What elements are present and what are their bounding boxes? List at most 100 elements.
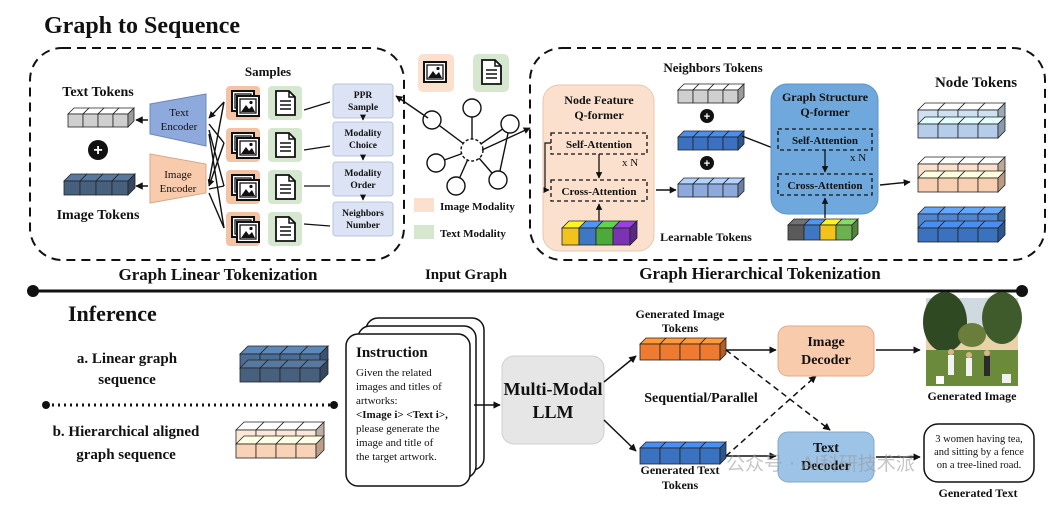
text-tokens-bar bbox=[67, 107, 135, 128]
neighbors-tokens-stack bbox=[677, 83, 745, 198]
nf-self-attention-label: Self-Attention bbox=[566, 139, 632, 151]
node-token-cube bbox=[917, 170, 946, 193]
section-title-graph-to-sequence: Graph to Sequence bbox=[44, 13, 240, 39]
generated-text-tokens bbox=[639, 441, 727, 465]
generated-image-token-cube bbox=[699, 337, 727, 361]
instruction-title: Instruction bbox=[356, 345, 428, 361]
linear-seq-label-1: a. Linear graph bbox=[77, 351, 178, 367]
generated-text-line: and sitting by a fence bbox=[934, 447, 1024, 458]
image-tokens-bar bbox=[63, 173, 136, 196]
sampling-steps: PPRSampleModalityChoiceModalityOrderNeig… bbox=[332, 83, 394, 237]
hier-seq-label-1: b. Hierarchical aligned bbox=[53, 424, 200, 440]
llm-label-1: Multi-Modal bbox=[504, 379, 603, 399]
samples-grid bbox=[226, 86, 302, 246]
step-label: Choice bbox=[349, 141, 377, 151]
gen-text-tokens-label-1: Generated Text bbox=[641, 463, 720, 477]
nf-repeat-label: x N bbox=[622, 157, 638, 169]
linear-seq-token-cube bbox=[279, 359, 309, 383]
hier-seq-label-2: graph sequence bbox=[76, 447, 176, 463]
step-label: Neighbors bbox=[342, 209, 384, 219]
generated-text-label: Generated Text bbox=[939, 486, 1018, 500]
node-feature-qformer-label-1: Node Feature bbox=[564, 93, 634, 107]
text-encoder-shape bbox=[149, 93, 207, 147]
image-decoder-box bbox=[777, 325, 875, 377]
instruction-line: artworks: bbox=[356, 395, 398, 407]
gs-cross-attention-box bbox=[777, 173, 873, 196]
plus-icon bbox=[88, 140, 108, 160]
image-icon bbox=[236, 179, 260, 201]
legend-text-swatch bbox=[414, 225, 434, 239]
plus-sign-1: + bbox=[704, 111, 710, 123]
instruction-line: image and title of bbox=[356, 437, 434, 449]
learnable-tokens-b bbox=[787, 218, 859, 241]
step-label: Number bbox=[346, 221, 381, 231]
text-decoder-box bbox=[777, 431, 875, 483]
node-token-cube bbox=[917, 116, 946, 139]
image-decoder-label-1: Image bbox=[807, 335, 844, 350]
instruction-line: please generate the bbox=[356, 423, 440, 435]
linear-tokenization-panel bbox=[29, 47, 405, 261]
plus-sign-2: + bbox=[704, 158, 710, 170]
graph-structure-qformer-label-1: Graph Structure bbox=[782, 90, 869, 104]
generated-image-label: Generated Image bbox=[928, 389, 1018, 403]
generated-text-token-cube bbox=[679, 441, 707, 465]
node-tokens-stack bbox=[917, 102, 1006, 243]
linear-seq-label-2: sequence bbox=[98, 372, 156, 388]
legend-image-modality: Image Modality bbox=[440, 201, 515, 213]
neighbor-token-cube bbox=[707, 83, 730, 104]
image-icon bbox=[236, 95, 260, 117]
text-decoder-label-2: Decoder bbox=[801, 459, 851, 474]
image-icon bbox=[236, 137, 260, 159]
inference-title: Inference bbox=[68, 301, 157, 326]
input-graph-title: Input Graph bbox=[425, 267, 508, 283]
text-tokens-label: Text Tokens bbox=[62, 85, 134, 100]
step-label: Modality bbox=[345, 129, 382, 139]
text-decoder-label-1: Text bbox=[813, 441, 839, 456]
learnable-tokens-a bbox=[561, 220, 638, 246]
graph-structure-qformer-label-2: Q-former bbox=[800, 105, 850, 119]
learnable-token-cube bbox=[835, 218, 859, 241]
image-icon bbox=[236, 221, 260, 243]
image-encoder-label-2: Encoder bbox=[160, 183, 197, 195]
document-icon bbox=[275, 216, 296, 242]
neighbors-tokens-label: Neighbors Tokens bbox=[663, 60, 762, 75]
document-icon bbox=[275, 90, 296, 116]
linear-tokenization-title: Graph Linear Tokenization bbox=[118, 265, 318, 284]
generated-text-line: 3 women having tea, bbox=[935, 434, 1022, 445]
gs-repeat-label: x N bbox=[850, 152, 866, 164]
text-token-cube bbox=[97, 107, 120, 128]
instruction-line: the target artwork. bbox=[356, 451, 437, 463]
learnable-tokens-label: Learnable Tokens bbox=[660, 230, 752, 244]
image-encoder-shape bbox=[149, 153, 207, 204]
learnable-token-cube bbox=[803, 218, 827, 241]
image-encoder-label-1: Image bbox=[164, 169, 192, 181]
nf-cross-attention-box bbox=[550, 179, 648, 202]
instruction-line: <Image i> <Text i>, bbox=[356, 409, 448, 421]
watermark: 公众号 · AI科研技术派 bbox=[726, 453, 915, 475]
learnable-token-cube bbox=[612, 220, 638, 246]
generated-painting-image bbox=[923, 292, 1022, 386]
legend-text-modality: Text Modality bbox=[440, 228, 506, 240]
node-token-cube bbox=[977, 220, 1006, 243]
image-tokens-label: Image Tokens bbox=[57, 208, 140, 223]
step-label: Order bbox=[350, 181, 376, 191]
hier-seq-token-cube bbox=[275, 435, 305, 459]
node-token-cube bbox=[917, 220, 946, 243]
generated-text-content: 3 women having tea, and sitting by a fenc… bbox=[934, 434, 1024, 471]
image-icon bbox=[423, 61, 447, 83]
linear-sequence-tokens bbox=[239, 345, 329, 383]
input-graph bbox=[422, 98, 520, 196]
step-label: PPR bbox=[354, 91, 373, 101]
generated-image-token-cube bbox=[659, 337, 687, 361]
text-token-cube bbox=[67, 107, 90, 128]
neighbor-token-cube bbox=[722, 83, 745, 104]
document-icon bbox=[481, 59, 502, 85]
step-label: Modality bbox=[345, 169, 382, 179]
neighbor-token-cube bbox=[722, 130, 745, 151]
gen-text-tokens-label-2: Tokens bbox=[662, 478, 699, 492]
instruction-card bbox=[345, 333, 471, 487]
generated-image-tokens bbox=[639, 337, 727, 361]
image-decoder-label-2: Decoder bbox=[801, 353, 851, 368]
step-label: Sample bbox=[348, 103, 378, 113]
